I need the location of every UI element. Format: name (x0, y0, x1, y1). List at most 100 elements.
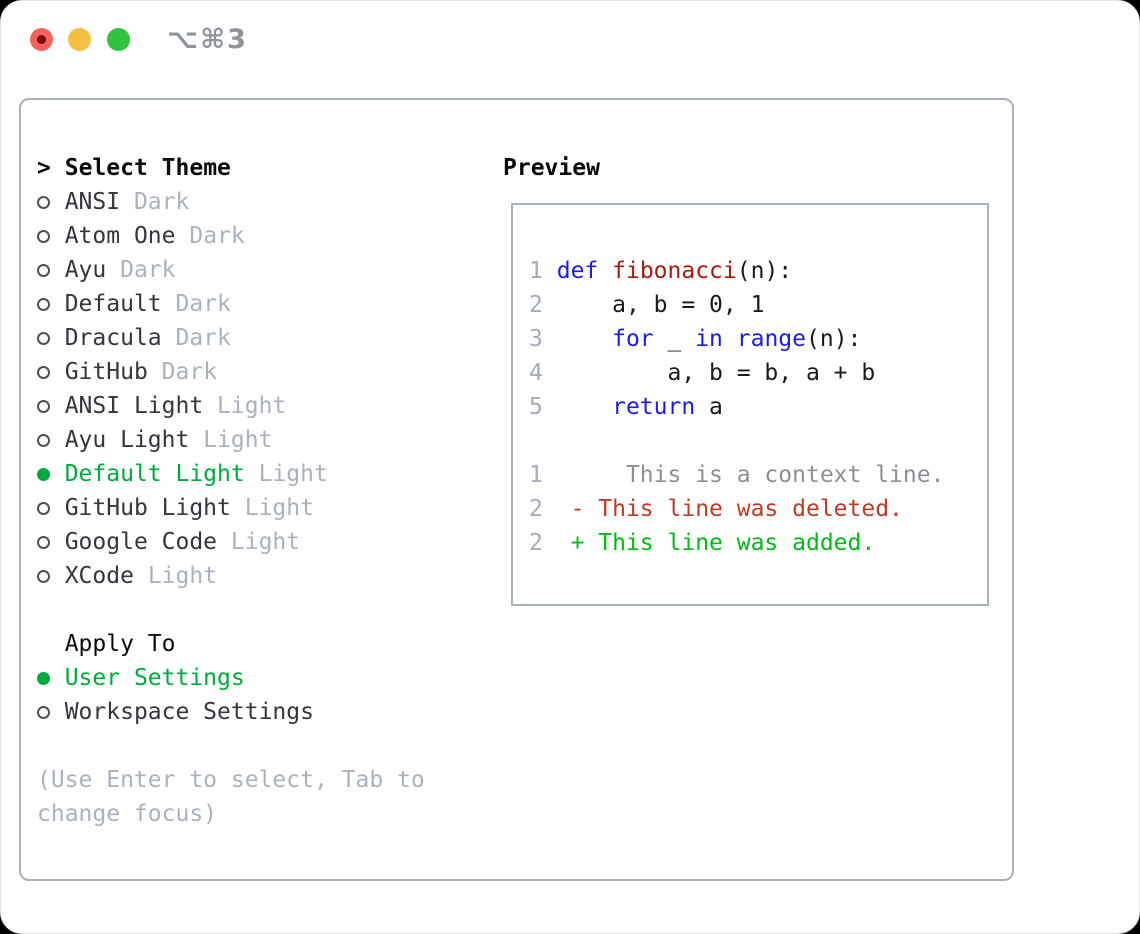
code-token: _ (653, 326, 696, 352)
code-line: 3 for _ in range(n): (529, 322, 987, 356)
theme-option-default-light[interactable]: Default Light Light (37, 457, 425, 491)
option-variant-tag: Light (147, 563, 218, 589)
hint-line-1: (Use Enter to select, Tab to (37, 767, 425, 793)
option-label: Ayu (64, 257, 107, 283)
radio-icon (37, 559, 51, 593)
option-label: Google Code (64, 529, 218, 555)
code-token (723, 326, 737, 352)
radio-icon (37, 219, 51, 253)
code-line: 1 This is a context line. (529, 458, 987, 492)
code-line (529, 424, 987, 458)
radio-icon (37, 423, 51, 457)
theme-option-ansi-light[interactable]: ANSI Light Light (37, 389, 425, 423)
preview-title: Preview (503, 155, 600, 181)
code-token: - This line was deleted. (556, 496, 903, 522)
option-variant-tag: Light (244, 495, 314, 521)
code-token: a, b = 0, 1 (556, 292, 765, 318)
theme-list: ANSI Dark Atom One Dark Ayu Dark Default… (37, 185, 425, 593)
theme-option-xcode[interactable]: XCode Light (37, 559, 425, 593)
code-line: 1 def fibonacci(n): (529, 254, 987, 288)
line-number: 2 (529, 292, 543, 318)
radio-icon (37, 185, 51, 219)
unsaved-dot-icon (37, 35, 46, 44)
close-button[interactable] (30, 28, 53, 51)
code-token: in (695, 326, 723, 352)
option-label: Workspace Settings (64, 699, 314, 725)
line-number: 1 (529, 258, 543, 284)
window-title: ⌥⌘3 (167, 24, 248, 55)
apply-to-title: Apply To (64, 631, 176, 657)
radio-icon (37, 355, 51, 389)
code-line: 2 - This line was deleted. (529, 492, 987, 526)
theme-picker-panel: > Select Theme ANSI Dark Atom One Dark A… (19, 98, 1014, 881)
theme-option-atom-one[interactable]: Atom One Dark (37, 219, 425, 253)
zoom-button[interactable] (107, 28, 130, 51)
line-number: 3 (529, 326, 543, 352)
theme-option-google-code[interactable]: Google Code Light (37, 525, 425, 559)
option-variant-tag: Light (258, 461, 328, 487)
option-variant-tag: Dark (189, 223, 245, 249)
theme-option-github-light[interactable]: GitHub Light Light (37, 491, 425, 525)
apply-option-user-settings[interactable]: User Settings (37, 661, 425, 695)
code-token: (n): (736, 258, 793, 284)
radio-icon (37, 525, 51, 559)
option-variant-tag: Dark (161, 359, 218, 385)
line-number: 5 (529, 394, 543, 420)
line-number: 1 (529, 462, 543, 488)
code-token: a (695, 394, 723, 420)
theme-option-github[interactable]: GitHub Dark (37, 355, 425, 389)
line-number: 2 (529, 530, 543, 556)
option-label: Dracula (64, 325, 162, 351)
radio-icon (37, 491, 51, 525)
code-token: a, b = b, a + b (556, 360, 876, 386)
radio-icon (37, 287, 51, 321)
code-line: 5 return a (529, 390, 987, 424)
code-token: + This line was added. (556, 530, 876, 556)
theme-option-ayu[interactable]: Ayu Dark (37, 253, 425, 287)
code-token (557, 394, 612, 420)
theme-option-dracula[interactable]: Dracula Dark (37, 321, 425, 355)
apply-option-workspace-settings[interactable]: Workspace Settings (37, 695, 425, 729)
theme-list-column: > Select Theme ANSI Dark Atom One Dark A… (37, 151, 425, 831)
select-theme-title: Select Theme (64, 155, 231, 181)
code-token: return (612, 394, 696, 420)
option-variant-tag: Dark (175, 291, 231, 317)
radio-icon (37, 695, 51, 729)
apply-to-header: Apply To (37, 627, 425, 661)
theme-option-ayu-light[interactable]: Ayu Light Light (37, 423, 425, 457)
code-line: 4 a, b = b, a + b (529, 356, 987, 390)
code-token: for (612, 326, 654, 352)
code-token: This is a context line. (556, 462, 945, 488)
option-label: GitHub Light (64, 495, 231, 521)
option-label: Default (64, 291, 162, 317)
option-variant-tag: Light (230, 529, 301, 555)
code-token: fibonacci (612, 258, 737, 284)
code-line: 2 a, b = 0, 1 (529, 288, 987, 322)
select-theme-header: > Select Theme (37, 151, 425, 185)
code-token: range (736, 326, 807, 352)
radio-icon (37, 389, 51, 423)
radio-selected-icon (37, 457, 51, 491)
theme-option-default[interactable]: Default Dark (37, 287, 425, 321)
option-variant-tag: Dark (133, 189, 190, 215)
spacer (37, 593, 425, 627)
option-variant-tag: Light (217, 393, 287, 419)
code-line: 2 + This line was added. (529, 526, 987, 560)
radio-icon (37, 253, 51, 287)
hint-line-2: change focus) (37, 801, 218, 827)
option-label: Default Light (64, 461, 245, 487)
option-variant-tag: Dark (175, 325, 231, 351)
option-variant-tag: Dark (120, 257, 176, 283)
option-label: Atom One (64, 223, 176, 249)
line-number: 4 (529, 360, 543, 386)
option-label: User Settings (64, 665, 245, 691)
line-number: 2 (529, 496, 543, 522)
code-token: def (556, 258, 599, 284)
minimize-button[interactable] (68, 28, 91, 51)
spacer (37, 729, 425, 763)
option-label: Ayu Light (64, 427, 190, 453)
option-label: ANSI Light (64, 393, 204, 419)
theme-option-ansi[interactable]: ANSI Dark (37, 185, 425, 219)
